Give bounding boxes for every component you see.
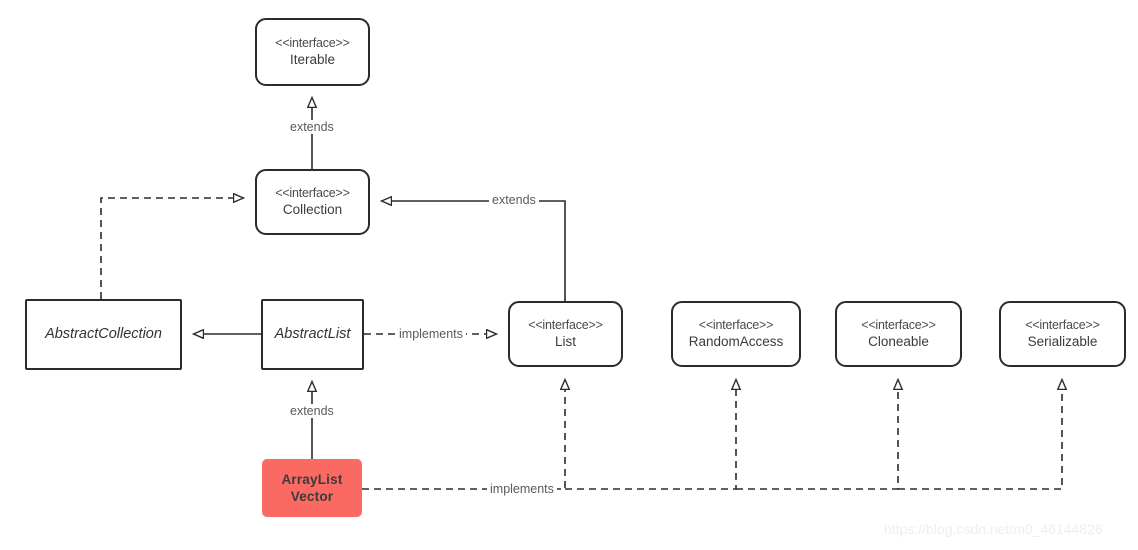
node-cloneable-stereotype: <<interface>> (861, 318, 936, 333)
watermark-text: https://blog.csdn.net/m0_46144826 (884, 521, 1103, 537)
edge-label-arraylist-implements: implements (487, 482, 557, 496)
node-arraylist-name: ArrayList (281, 471, 343, 487)
node-vector-name: Vector (290, 489, 334, 504)
edge-abstractcollection-implements-collection (100, 198, 243, 299)
node-list[interactable]: <<interface>> List (508, 301, 623, 367)
node-abstract-collection-name: AbstractCollection (45, 326, 162, 343)
node-iterable[interactable]: <<interface>> Iterable (255, 18, 370, 86)
edge-label-arraylist-extends: extends (287, 404, 337, 418)
node-list-name: List (554, 334, 576, 350)
node-serializable-stereotype: <<interface>> (1025, 318, 1100, 333)
node-collection-name: Collection (282, 202, 343, 218)
edge-arraylist-implements-serializable (898, 380, 1062, 490)
edge-list-extends-collection (382, 201, 566, 301)
edge-arraylist-implements-randomaccess (565, 380, 736, 490)
node-serializable[interactable]: <<interface>> Serializable (999, 301, 1126, 367)
node-abstract-list[interactable]: AbstractList (261, 299, 364, 370)
node-random-access[interactable]: <<interface>> RandomAccess (671, 301, 801, 367)
node-iterable-stereotype: <<interface>> (275, 36, 350, 51)
node-abstract-collection[interactable]: AbstractCollection (25, 299, 182, 370)
edge-label-collection-extends: extends (287, 120, 337, 134)
node-collection-stereotype: <<interface>> (275, 186, 350, 201)
node-collection[interactable]: <<interface>> Collection (255, 169, 370, 235)
edge-label-list-extends: extends (489, 193, 539, 207)
node-random-access-name: RandomAccess (688, 334, 784, 350)
edge-arraylist-implements-cloneable (736, 380, 898, 490)
edge-arraylist-implements-list (362, 380, 565, 490)
node-serializable-name: Serializable (1027, 334, 1098, 350)
node-cloneable-name: Cloneable (868, 334, 929, 350)
node-cloneable[interactable]: <<interface>> Cloneable (835, 301, 962, 367)
node-abstract-list-name: AbstractList (274, 326, 351, 343)
node-arraylist-vector[interactable]: ArrayList Vector (262, 459, 362, 517)
node-list-stereotype: <<interface>> (528, 318, 603, 333)
node-random-access-stereotype: <<interface>> (698, 318, 774, 333)
node-iterable-name: Iterable (289, 52, 336, 68)
edge-label-abstractlist-implements: implements (396, 327, 466, 341)
